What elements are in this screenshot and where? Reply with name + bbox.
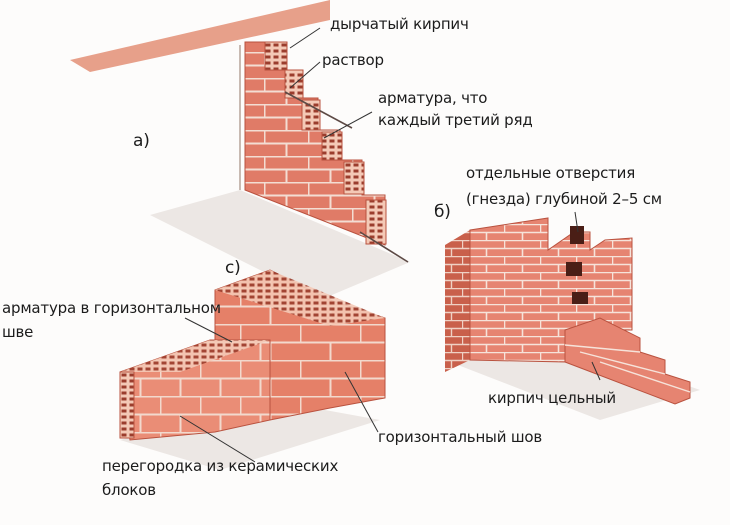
stepped-brick-joints [564,344,691,393]
label-rebar-c-line1: арматура в горизонтальном [2,299,221,317]
socket-holes [566,226,588,304]
label-rebar-a-line2: каждый третий ряд [378,111,533,129]
label-perforated-brick: дырчатый кирпич [330,15,469,33]
label-partition-line1: перегородка из керамических [102,457,339,475]
label-solid-brick: кирпич цельный [488,389,616,407]
brick-wall-b-side [445,230,470,372]
rebar-rod-a [284,91,353,129]
label-letter-c: с) [225,258,241,278]
label-horizontal-joint: горизонтальный шов [378,428,542,446]
block-end-face [119,371,135,439]
floor-area-c [120,400,380,470]
label-rebar-c-line2: шве [2,323,34,341]
label-holes-line2: (гнезда) глубиной 2–5 см [466,190,662,208]
block-wall-c-top [215,270,385,326]
leader-lines-b [574,211,601,381]
rebar-rod-a2 [359,231,409,263]
illustration-a [70,0,410,300]
label-mortar: раствор [322,51,384,69]
floor-area [150,190,410,300]
illustration-c [119,269,386,470]
leader-lines-c [179,317,379,463]
label-holes-line1: отдельные отверстия [466,164,636,182]
label-letter-b: б) [434,202,451,222]
block-wall-c-left-top [120,340,270,372]
leader-lines-a [289,27,373,139]
label-letter-a: а) [133,131,150,151]
label-partition-line2: блоков [102,481,156,499]
label-rebar-a-line1: арматура, что [378,89,488,107]
illustration-b [445,211,700,420]
ceiling-slab [70,0,330,72]
